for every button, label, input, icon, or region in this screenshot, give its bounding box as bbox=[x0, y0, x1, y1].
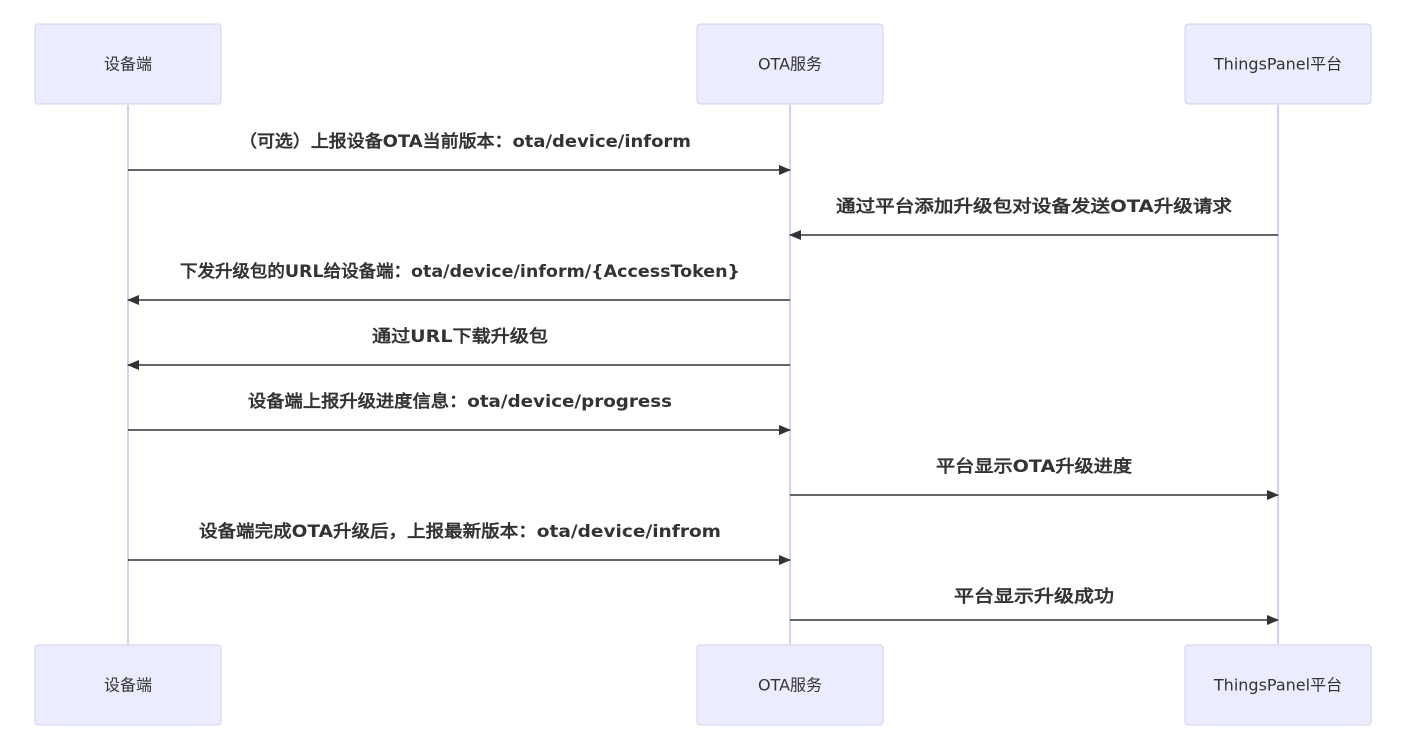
actor-label: ThingsPanel平台 bbox=[1213, 676, 1342, 695]
message-2: 通过平台添加升级包对设备发送OTA升级请求 bbox=[789, 196, 1278, 240]
message-label: 通过平台添加升级包对设备发送OTA升级请求 bbox=[836, 196, 1232, 217]
message-label: 平台显示OTA升级进度 bbox=[936, 456, 1133, 477]
actor-top-platform: ThingsPanel平台 bbox=[1184, 23, 1372, 105]
message-3: 下发升级包的URL给设备端：ota/device/inform/{AccessT… bbox=[127, 261, 790, 305]
message-5: 设备端上报升级进度信息：ota/device/progress bbox=[128, 391, 791, 435]
actor-bottom-ota: OTA服务 bbox=[696, 644, 884, 726]
message-7: 设备端完成OTA升级后，上报最新版本：ota/device/infrom bbox=[128, 521, 791, 565]
actor-bottom-device: 设备端 bbox=[34, 644, 222, 726]
actor-label: 设备端 bbox=[104, 676, 152, 695]
actor-label: ThingsPanel平台 bbox=[1213, 55, 1342, 74]
message-label: （可选）上报设备OTA当前版本：ota/device/inform bbox=[239, 131, 691, 152]
message-label: 平台显示升级成功 bbox=[954, 586, 1114, 607]
actor-top-device: 设备端 bbox=[34, 23, 222, 105]
message-label: 设备端上报升级进度信息：ota/device/progress bbox=[248, 391, 672, 412]
message-label: 下发升级包的URL给设备端：ota/device/inform/{AccessT… bbox=[180, 261, 740, 282]
actor-label: 设备端 bbox=[104, 55, 152, 74]
message-6: 平台显示OTA升级进度 bbox=[790, 456, 1279, 500]
message-label: 通过URL下载升级包 bbox=[372, 326, 548, 347]
actor-bottom-platform: ThingsPanel平台 bbox=[1184, 644, 1372, 726]
actor-top-ota: OTA服务 bbox=[696, 23, 884, 105]
actor-label: OTA服务 bbox=[758, 676, 822, 695]
message-label: 设备端完成OTA升级后，上报最新版本：ota/device/infrom bbox=[199, 521, 721, 542]
message-8: 平台显示升级成功 bbox=[790, 586, 1279, 625]
message-1: （可选）上报设备OTA当前版本：ota/device/inform bbox=[128, 131, 791, 175]
message-4: 通过URL下载升级包 bbox=[127, 326, 790, 370]
actor-label: OTA服务 bbox=[758, 55, 822, 74]
